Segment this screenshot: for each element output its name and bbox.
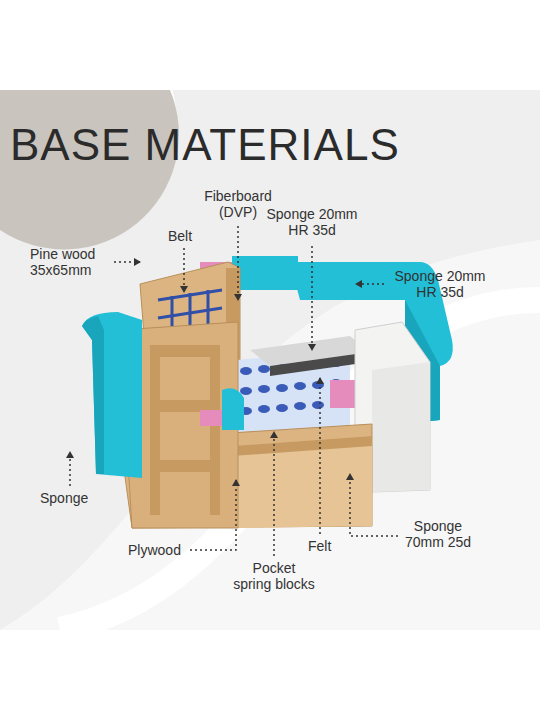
leader-line	[70, 226, 398, 556]
part-label: Sponge 70mm 25d	[402, 518, 474, 550]
part-label: Plywood	[128, 542, 181, 558]
title: BASE MATERIALS	[10, 120, 400, 170]
part-label: Pocket spring blocks	[232, 560, 316, 592]
part-label: Fiberboard (DVP)	[198, 188, 278, 220]
part-label: Belt	[168, 228, 192, 244]
part-label: Sponge 20mm HR 35d	[390, 268, 490, 300]
part-label: Sponge 20mm HR 35d	[264, 206, 360, 238]
part-label: Felt	[308, 538, 331, 554]
part-label: Sponge	[40, 490, 88, 506]
part-label: Pine wood 35x65mm	[30, 246, 110, 278]
